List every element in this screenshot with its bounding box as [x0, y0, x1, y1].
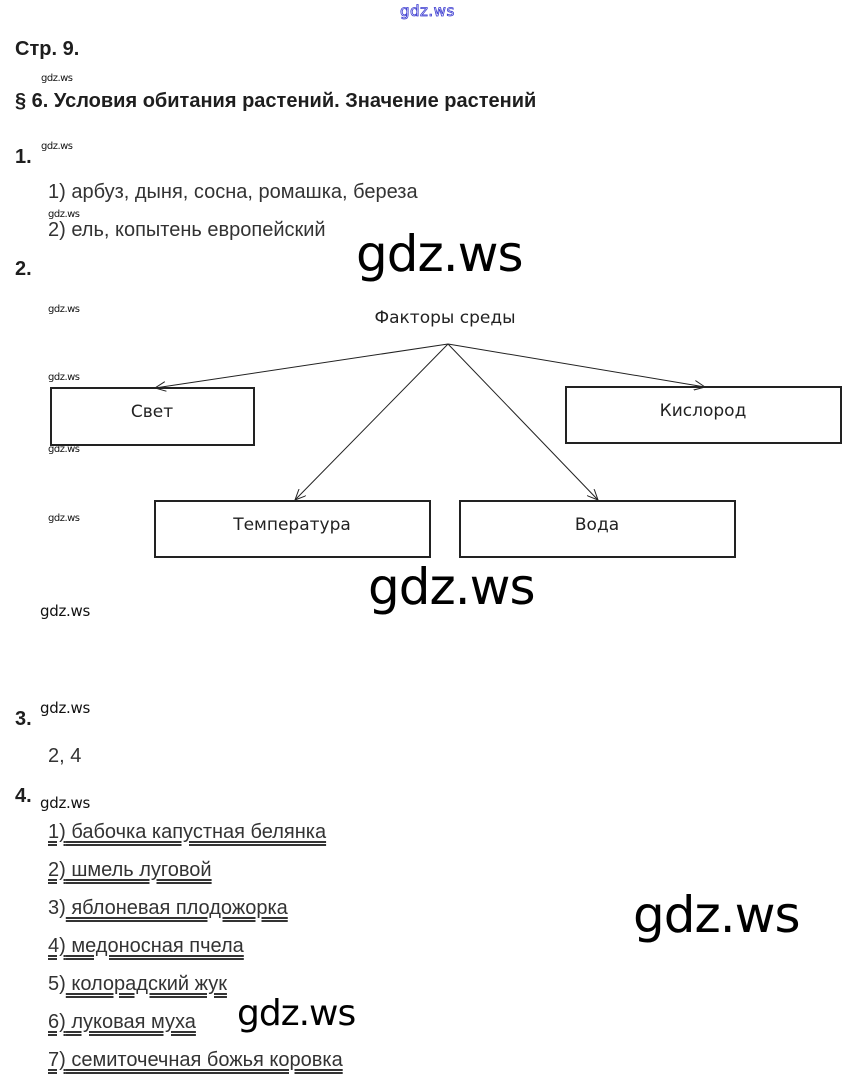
section-title: § 6. Условия обитания растений. Значение…	[15, 90, 537, 112]
insect-item: 2) шмель луговой	[48, 859, 212, 881]
node-light-label: Свет	[131, 402, 173, 422]
page-label: Стр. 9.	[15, 38, 80, 60]
question-number-3: 3.	[15, 708, 32, 730]
insect-item: 1) бабочка капустная белянка	[48, 821, 327, 843]
node-water-label: Вода	[575, 515, 619, 535]
node-water: Вода	[459, 500, 736, 558]
watermark-large: gdz.ws	[356, 225, 524, 283]
arrow-to-temperature	[295, 343, 449, 500]
question-number-2: 2.	[15, 258, 32, 280]
watermark: gdz.ws	[48, 513, 80, 524]
watermark: gdz.ws	[40, 602, 90, 620]
node-oxygen-label: Кислород	[660, 401, 747, 421]
watermark: gdz.ws	[48, 209, 80, 220]
watermark-top: gdz.ws	[400, 2, 455, 21]
answer-1-2: 2) ель, копытень европейский	[48, 219, 326, 241]
watermark-large: gdz.ws	[368, 558, 536, 616]
arrow-to-water	[447, 343, 598, 500]
node-temperature-label: Температура	[232, 515, 351, 535]
node-oxygen: Кислород	[565, 386, 842, 444]
arrow-to-light	[155, 343, 449, 388]
factors-diagram: Факторы среды Свет Кислород Температура …	[50, 308, 842, 558]
insect-item: 3) яблоневая плодожорка	[48, 897, 288, 919]
watermark: gdz.ws	[41, 141, 73, 152]
watermark: gdz.ws	[48, 444, 80, 455]
watermark-medium: gdz.ws	[237, 993, 356, 1034]
insect-item: 6) луковая муха	[48, 1011, 196, 1033]
insect-item: 5) колорадский жук	[48, 973, 227, 995]
answer-1-1: 1) арбуз, дыня, сосна, ромашка, береза	[48, 181, 418, 203]
diagram-root-label: Факторы среды	[374, 308, 515, 328]
insect-item: 7) семиточечная божья коровка	[48, 1049, 343, 1071]
watermark: gdz.ws	[48, 304, 80, 315]
watermark: gdz.ws	[40, 794, 90, 812]
watermark: gdz.ws	[40, 699, 90, 717]
question-number-1: 1.	[15, 146, 32, 168]
insect-item: 4) медоносная пчела	[48, 935, 244, 957]
node-temperature: Температура	[154, 500, 431, 558]
answer-3: 2, 4	[48, 745, 82, 767]
arrow-to-oxygen	[447, 343, 705, 387]
watermark: gdz.ws	[48, 372, 80, 383]
question-number-4: 4.	[15, 785, 32, 807]
node-light: Свет	[50, 387, 255, 446]
watermark: gdz.ws	[41, 73, 73, 84]
watermark-large: gdz.ws	[633, 886, 801, 944]
